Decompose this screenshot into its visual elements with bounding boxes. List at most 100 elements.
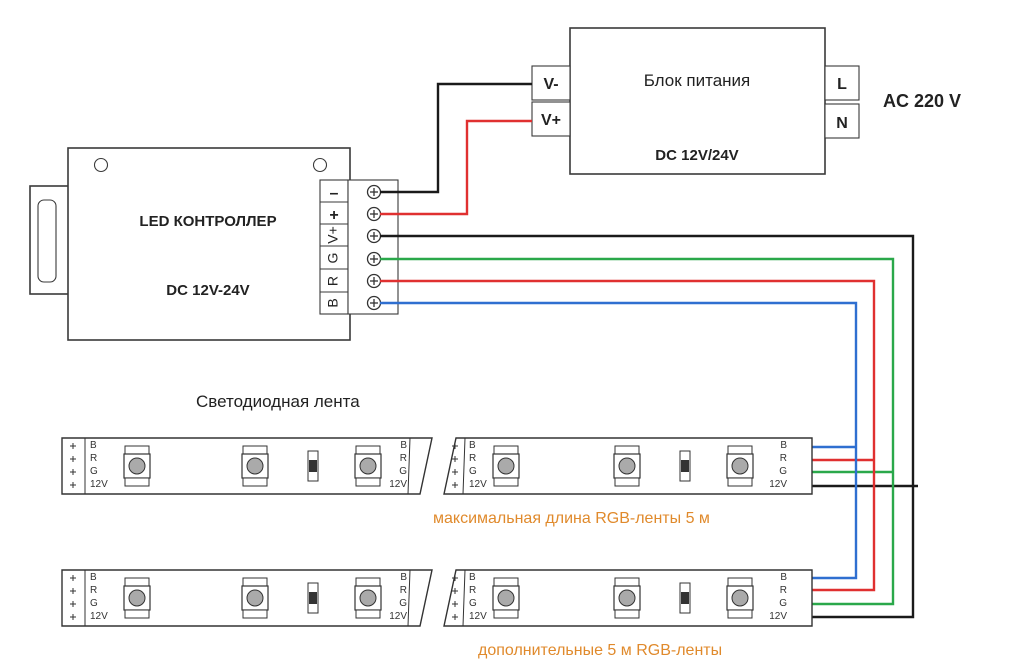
mains-label: AC 220 V (883, 91, 961, 111)
mount-hole-right (312, 157, 328, 173)
wire-black-vplus (380, 234, 915, 619)
wire-green (380, 257, 895, 606)
power-supply-voltage: DC 12V/24V (655, 147, 738, 164)
strip-pin-label: B (90, 440, 97, 451)
strip-pin-label: G (779, 466, 787, 477)
strip-heading: Светодиодная лента (196, 392, 360, 411)
strip-pin-label: 12V (90, 611, 108, 622)
strip-pin-label: 12V (469, 611, 487, 622)
led-strips: BRG12VBRG12VBRG12VBRG12VBRG12VBRG12VBRG1… (61, 437, 813, 627)
led-chip (241, 577, 269, 619)
strip-pin-label: B (469, 440, 476, 451)
strip-pin-label: G (469, 598, 477, 609)
strip-pin-label: 12V (389, 479, 407, 490)
solder-pad (70, 469, 76, 475)
terminal-v-minus-label: V- (543, 76, 558, 93)
terminal-v-plus-label: V+ (541, 112, 561, 129)
led-chip (492, 445, 520, 487)
wire-red-psu (380, 119, 532, 216)
controller-bracket-slot (37, 199, 57, 283)
controller-terminal-block (347, 179, 399, 315)
led-chip (354, 445, 382, 487)
solder-pad (452, 601, 458, 607)
strip-pin-label: B (469, 572, 476, 583)
strip-pin-label: G (399, 466, 407, 477)
terminal-n-label: N (836, 115, 848, 132)
terminal-l (824, 65, 860, 101)
screw-terminal (366, 273, 382, 289)
solder-pad (70, 482, 76, 488)
screw-terminal (366, 251, 382, 267)
resistor (307, 450, 319, 482)
wire-red (380, 279, 876, 592)
strip-pin-label: R (400, 585, 407, 596)
led-chip (123, 577, 151, 619)
screw-terminal (366, 184, 382, 200)
solder-pad (452, 469, 458, 475)
led-chip (726, 445, 754, 487)
strip-pin-label: 12V (769, 611, 787, 622)
strip-pin-label: G (90, 598, 98, 609)
strip-pin-label: B (780, 440, 787, 451)
strip-pin-label: R (469, 585, 476, 596)
strip-pin-label: G (399, 598, 407, 609)
caption-max-length: максимальная длина RGB-ленты 5 м (433, 510, 710, 527)
caption-extra-strip: дополнительные 5 м RGB-ленты (478, 642, 722, 659)
terminal-g-label: G (325, 253, 341, 264)
led-chip (492, 577, 520, 619)
strip-pin-label: 12V (90, 479, 108, 490)
strip-pin-label: 12V (769, 479, 787, 490)
terminal-l-label: L (837, 76, 847, 93)
solder-pad (70, 575, 76, 581)
strip-pin-label: 12V (469, 479, 487, 490)
strip-pin-label: G (469, 466, 477, 477)
led-chip (123, 445, 151, 487)
terminal-r-label: R (325, 276, 341, 286)
screw-terminal (366, 206, 382, 222)
led-chip (241, 445, 269, 487)
terminal-plus-label: + (329, 207, 338, 224)
resistor (307, 582, 319, 614)
strip-pin-label: B (400, 572, 407, 583)
strip-pin-label: G (90, 466, 98, 477)
power-supply-title: Блок питания (644, 71, 751, 90)
strip-pin-label: G (779, 598, 787, 609)
solder-pad (70, 443, 76, 449)
screw-terminal (366, 228, 382, 244)
controller-body (67, 147, 351, 341)
led-chip (726, 577, 754, 619)
solder-pad (70, 456, 76, 462)
strip-pin-label: R (90, 585, 97, 596)
solder-pad (452, 614, 458, 620)
power-supply: Блок питания DC 12V/24V V- V+ L N AC 220… (531, 27, 961, 175)
led-controller: LED КОНТРОЛЛЕР DC 12V-24V – + V+ G R B (29, 147, 399, 341)
solder-pad (452, 482, 458, 488)
led-chip (613, 577, 641, 619)
led-chip (354, 577, 382, 619)
terminal-minus-label: – (330, 185, 339, 202)
strip-pin-label: B (90, 572, 97, 583)
terminal-screws (366, 184, 382, 311)
solder-pad (452, 588, 458, 594)
strip-pin-label: R (400, 453, 407, 464)
resistor (679, 450, 691, 482)
terminal-v-plus (531, 101, 571, 137)
power-supply-body (569, 27, 826, 175)
terminal-dividers (320, 201, 348, 293)
wire-blue (380, 301, 858, 580)
solder-pad (452, 575, 458, 581)
strip-pin-label: R (780, 453, 787, 464)
strip-pin-label: R (90, 453, 97, 464)
resistor (679, 582, 691, 614)
terminal-vplus-label: V+ (325, 226, 341, 244)
mount-hole-left (93, 157, 109, 173)
solder-pad (70, 614, 76, 620)
strip-pin-label: R (469, 453, 476, 464)
strip-pin-label: B (780, 572, 787, 583)
wire-black-psu (380, 82, 532, 194)
strip-pin-label: 12V (389, 611, 407, 622)
solder-pad (70, 601, 76, 607)
controller-voltage: DC 12V-24V (166, 282, 249, 299)
